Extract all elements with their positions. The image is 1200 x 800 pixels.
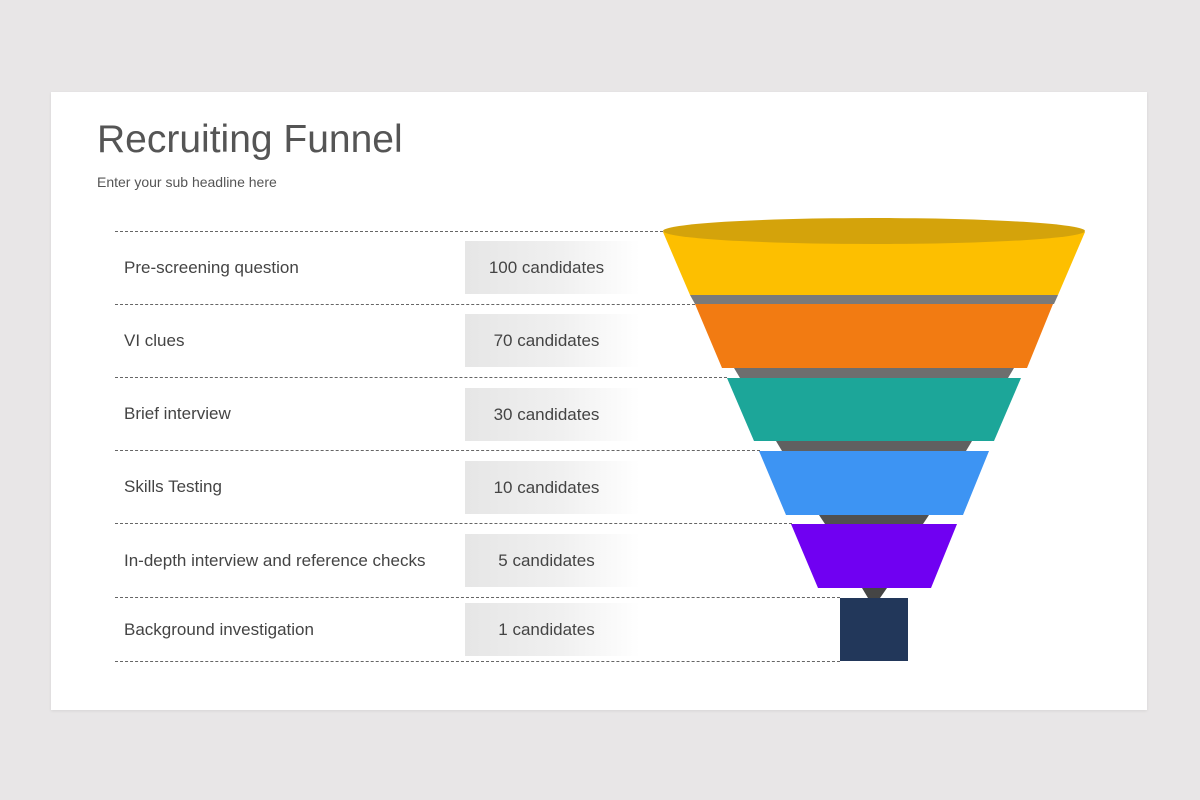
divider (115, 377, 727, 378)
funnel-connector (862, 588, 887, 598)
page-title: Recruiting Funnel (97, 118, 403, 161)
stage-label: In-depth interview and reference checks (124, 551, 426, 570)
stage-count: 100 candidates (465, 241, 640, 294)
funnel-stage-1 (663, 232, 1085, 295)
stage-label: Skills Testing (124, 477, 222, 496)
funnel-stage-2 (695, 304, 1053, 368)
stage-label: Brief interview (124, 404, 231, 423)
funnel-rim (663, 218, 1085, 244)
funnel-connector (819, 515, 929, 524)
funnel-stage-3 (727, 378, 1021, 441)
funnel-stage-5 (791, 524, 957, 588)
funnel-connector (734, 368, 1014, 378)
stage-label: VI clues (124, 331, 185, 350)
divider (115, 304, 695, 305)
funnel-stage-4 (759, 451, 989, 515)
divider (115, 523, 792, 524)
divider (115, 231, 663, 232)
stage-label: Background investigation (124, 620, 314, 639)
funnel-stage-6-box (840, 598, 908, 661)
stage-count: 1 candidates (465, 603, 640, 656)
stage-count: 5 candidates (465, 534, 640, 587)
stage-label: Pre-screening question (124, 258, 299, 277)
funnel-connector (690, 295, 1058, 304)
stage-count: 70 candidates (465, 314, 640, 367)
divider (115, 450, 760, 451)
divider (115, 597, 840, 598)
funnel-connector (776, 441, 972, 451)
page-subtitle: Enter your sub headline here (97, 174, 277, 190)
divider (115, 661, 840, 662)
stage-count: 10 candidates (465, 461, 640, 514)
stage-count: 30 candidates (465, 388, 640, 441)
